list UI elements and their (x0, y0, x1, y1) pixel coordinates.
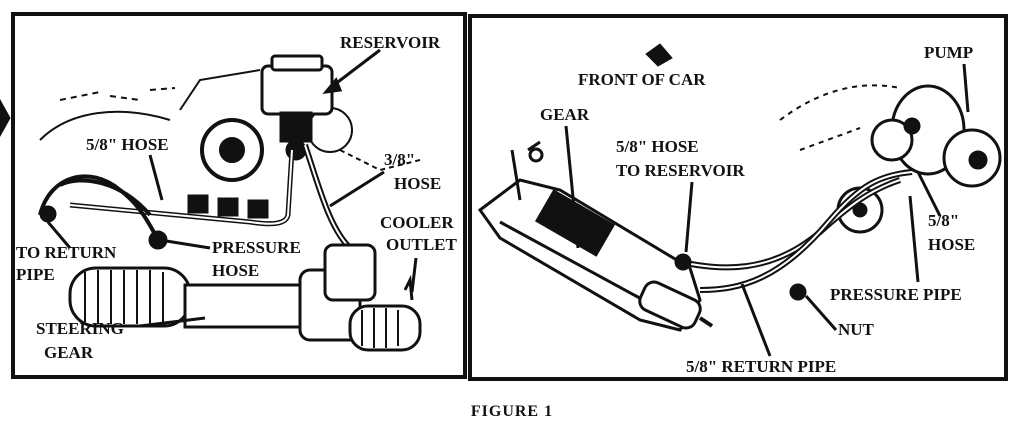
label-pump: PUMP (924, 43, 973, 62)
label-hose-res-line1: 5/8" HOSE (616, 137, 699, 156)
left-leader-lines (46, 48, 418, 328)
pressure-pipe-path-inner (699, 171, 913, 291)
label-cooler-line2: OUTLET (386, 235, 458, 254)
label-steering-line2: GEAR (44, 343, 94, 362)
label-reservoir: RESERVOIR (340, 33, 441, 52)
left-panel-frame (11, 12, 467, 379)
label-hose-58: 5/8" HOSE (86, 135, 169, 154)
label-pressure-line2: HOSE (212, 261, 259, 280)
nut-shape (789, 283, 807, 301)
hose-fitting-shape (674, 253, 692, 271)
left-edge-arrow (0, 98, 11, 138)
label-return-line2: PIPE (16, 265, 55, 284)
label-return-pipe: 5/8" RETURN PIPE (686, 357, 836, 376)
label-hose-res-line2: TO RESERVOIR (616, 161, 745, 180)
left-panel: RESERVOIR 5/8" HOSE 3/8" HOSE COOLER OUT… (11, 12, 467, 379)
front-of-car-arrow (645, 43, 673, 67)
label-gear: GEAR (540, 105, 590, 124)
label-cooler-line1: COOLER (380, 213, 454, 232)
hose-38-path-inner (304, 144, 353, 251)
label-hose-58-line1: 5/8" (928, 211, 959, 230)
label-pressure-pipe: PRESSURE PIPE (830, 285, 962, 304)
fittings (39, 194, 269, 250)
pressure-hose-path (59, 178, 152, 217)
right-panel: FRONT OF CAR PUMP GEAR 5/8" HOSE TO RESE… (468, 14, 1008, 381)
label-nut: NUT (838, 320, 875, 339)
engine-sketch (39, 69, 421, 182)
pump-shape (779, 84, 1002, 188)
label-pressure-line1: PRESSURE (212, 238, 301, 257)
steering-gear-shape (68, 243, 422, 352)
right-panel-frame (468, 14, 1008, 381)
label-hose-38-line2: HOSE (394, 174, 441, 193)
right-leader-lines (564, 63, 970, 357)
label-hose-58-line2: HOSE (928, 235, 975, 254)
label-front-of-car: FRONT OF CAR (578, 70, 706, 89)
label-hose-38-line1: 3/8" (384, 150, 415, 169)
figure-caption: FIGURE 1 (471, 403, 553, 420)
reservoir-shape (260, 54, 334, 161)
hose-58-path-inner (69, 149, 293, 225)
label-return-line1: TO RETURN (16, 243, 117, 262)
label-steering-line1: STEERING (36, 319, 124, 338)
